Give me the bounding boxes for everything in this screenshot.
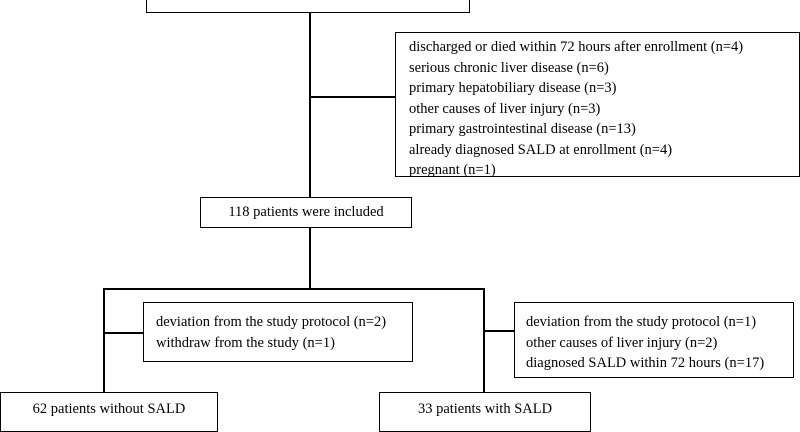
right-result-box: 33 patients with SALD (379, 392, 591, 432)
left-exclusion-item: withdraw from the study (n=1) (156, 334, 335, 351)
exclusion-box: discharged or died within 72 hours after… (395, 32, 800, 178)
exclusion-item: already diagnosed SALD at enrollment (n=… (409, 141, 673, 158)
connector-top-to-included (309, 12, 311, 198)
included-label: 118 patients were included (228, 204, 384, 220)
right-exclusion-box: deviation from the study protocol (n=1) … (514, 302, 794, 378)
top-box (146, 0, 470, 13)
exclusion-item: primary gastrointestinal disease (n=13) (409, 121, 636, 137)
connector-left-exclusion (103, 332, 144, 334)
included-box: 118 patients were included (200, 197, 412, 228)
exclusion-item: discharged or died within 72 hours after… (409, 39, 744, 55)
connector-right-exclusion (483, 330, 515, 332)
connector-right-branch (483, 288, 485, 403)
connector-included-down (309, 227, 311, 288)
connector-to-exclusion (309, 96, 396, 98)
right-exclusion-item: deviation from the study protocol (n=1) (526, 314, 757, 330)
left-exclusion-box: deviation from the study protocol (n=2) … (143, 302, 413, 362)
left-exclusion-item: deviation from the study protocol (n=2) (156, 314, 387, 330)
left-result-label: 62 patients without SALD (32, 401, 186, 417)
connector-left-branch (103, 288, 105, 403)
left-result-box: 62 patients without SALD (0, 392, 218, 432)
exclusion-item: primary hepatobiliary disease (n=3) (409, 80, 617, 96)
right-exclusion-item: diagnosed SALD within 72 hours (n=17) (526, 355, 765, 371)
right-result-label: 33 patients with SALD (417, 401, 553, 417)
exclusion-item: serious chronic liver disease (n=6) (409, 59, 609, 76)
exclusion-item: other causes of liver injury (n=3) (409, 100, 601, 117)
exclusion-item: pregnant (n=1) (409, 162, 496, 178)
connector-split-horizontal (103, 288, 484, 290)
right-exclusion-item: other causes of liver injury (n=2) (526, 334, 718, 351)
